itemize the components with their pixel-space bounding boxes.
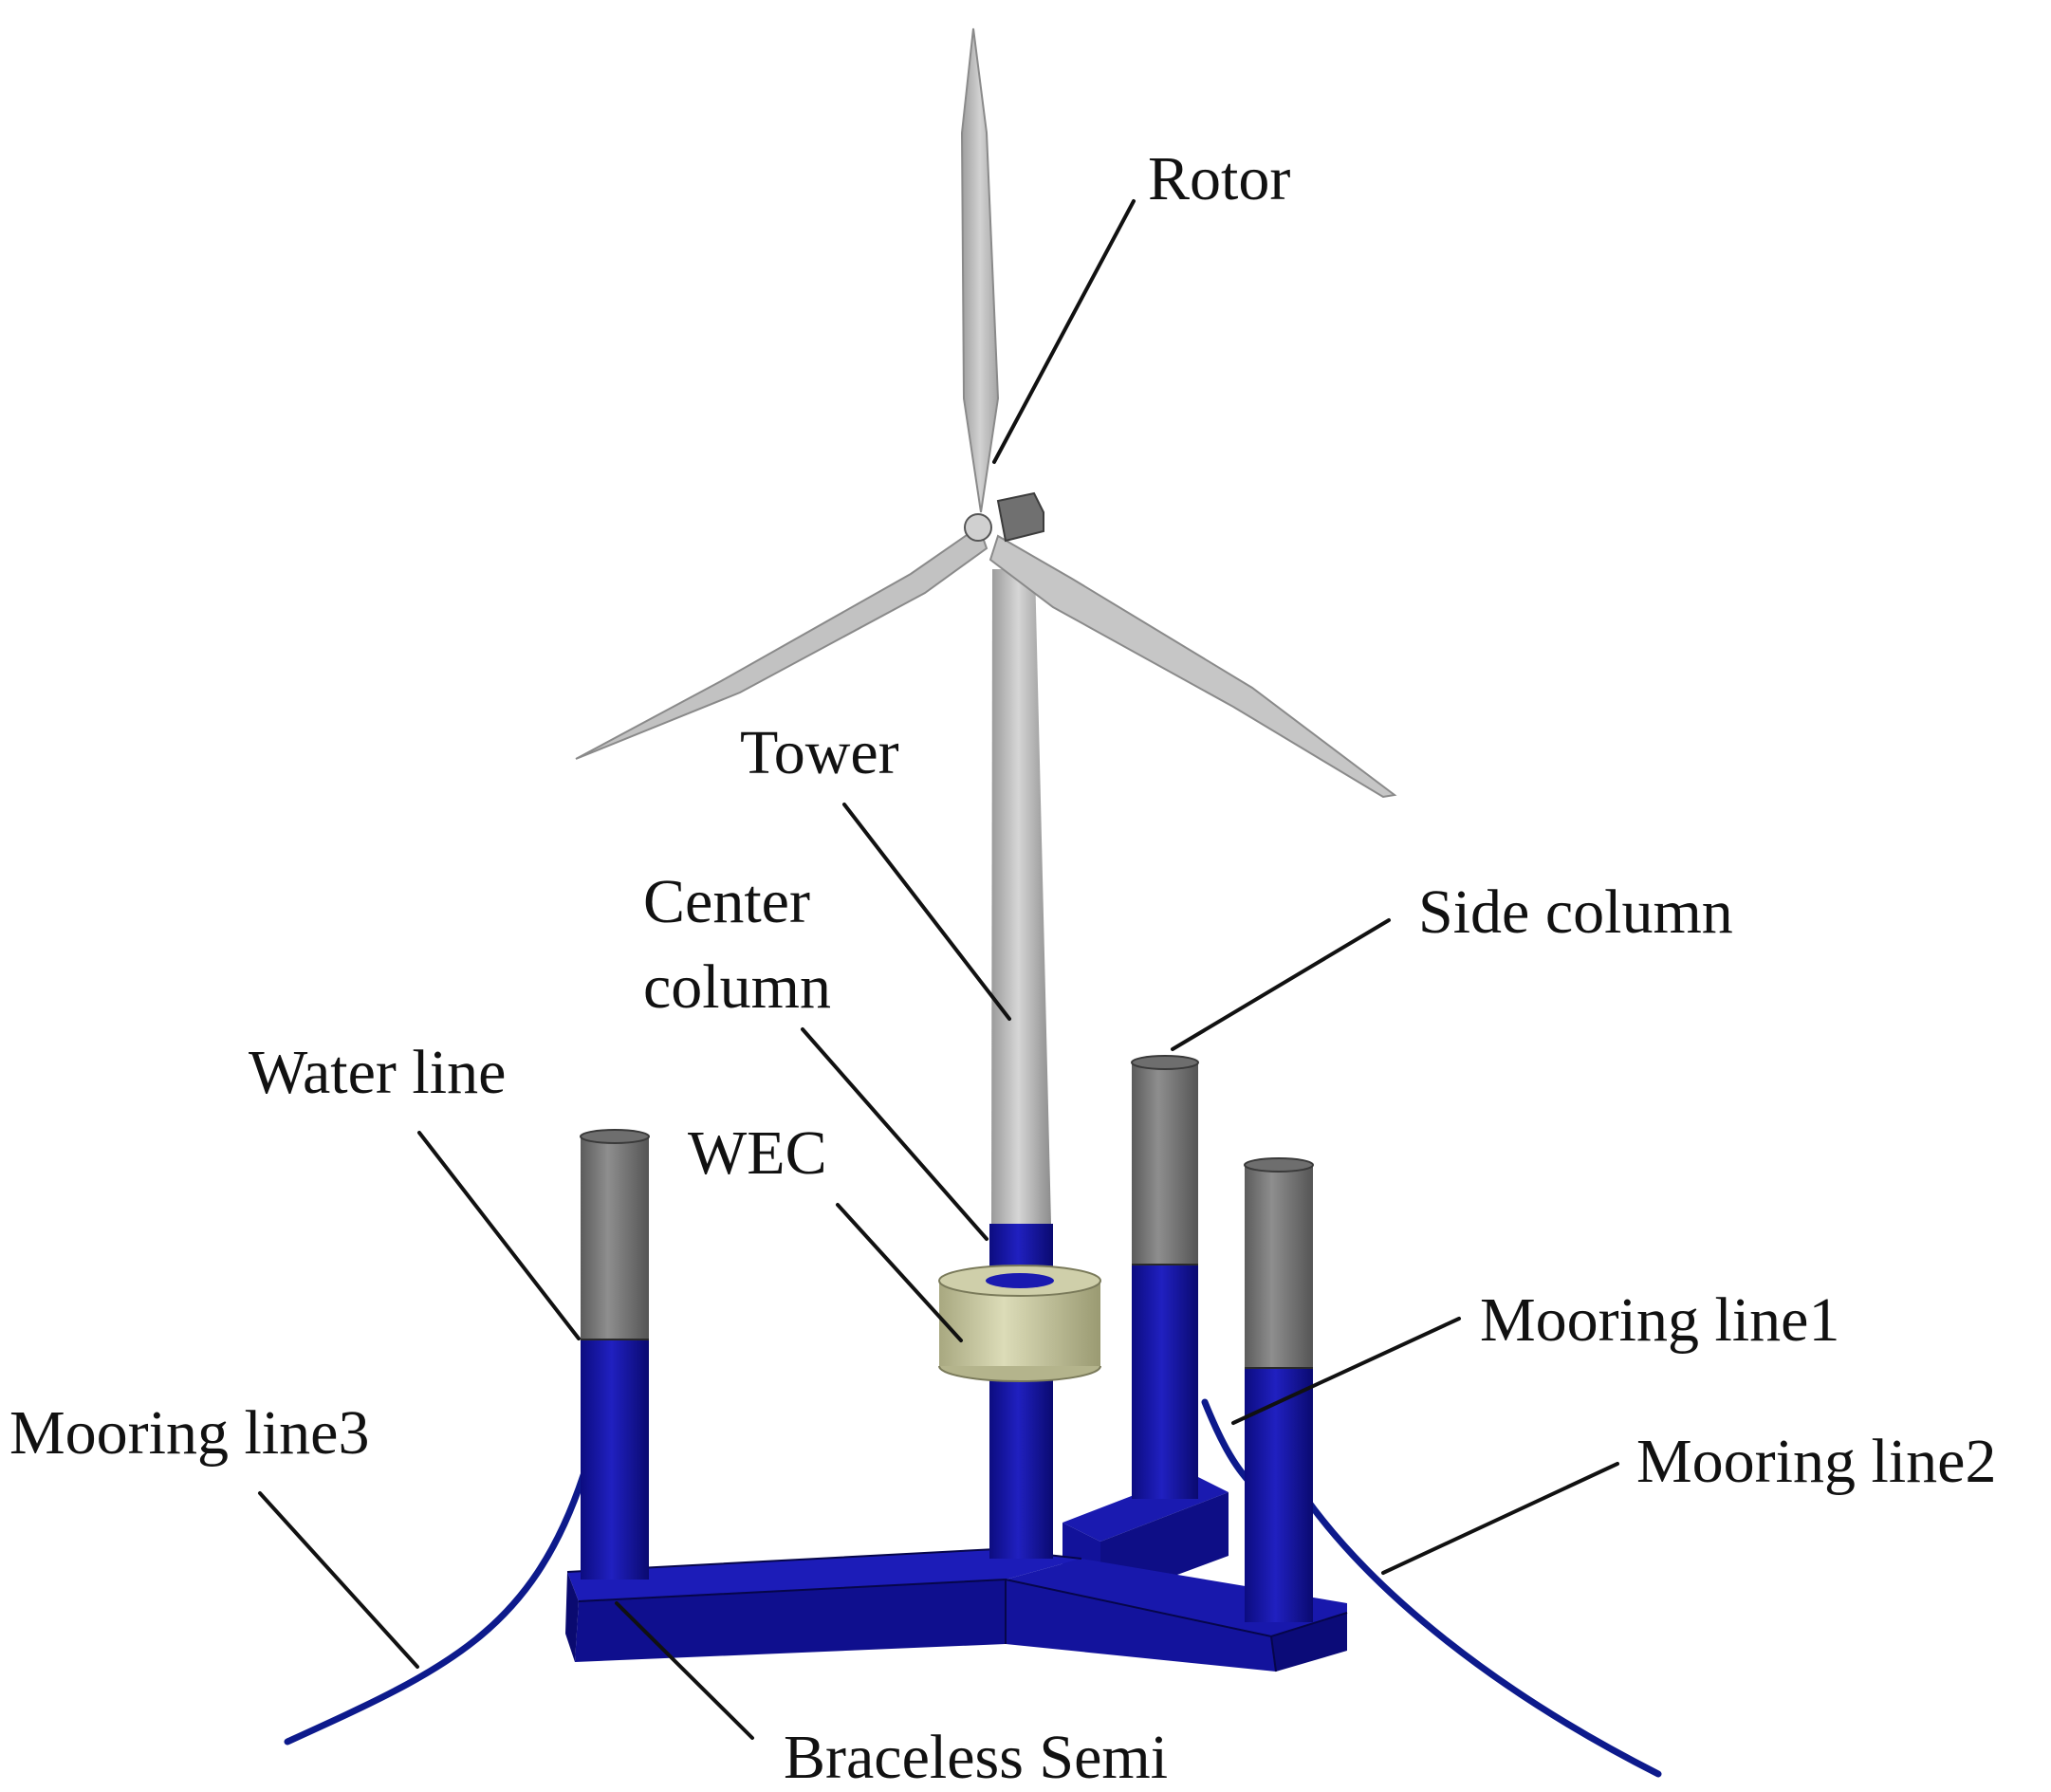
leader-mooring-line3 [258, 1491, 419, 1669]
label-wec: WEC [688, 1118, 827, 1188]
leader-tower [842, 803, 1011, 1021]
label-braceless-semi: Braceless Semi [784, 1723, 1168, 1792]
leader-mooring-line1 [1231, 1317, 1461, 1425]
rotor [575, 28, 1397, 799]
leader-lines [258, 199, 1619, 1740]
mooring-line-2 [1286, 1471, 1662, 1778]
leader-water-line [417, 1131, 581, 1340]
leader-mooring-line2 [1381, 1462, 1619, 1575]
label-center-column-2: column [643, 952, 831, 1022]
label-center-column-1: Center [643, 867, 810, 936]
tower [991, 569, 1051, 1224]
leader-side-column [1171, 918, 1391, 1051]
braceless-semi-hull [565, 1473, 1348, 1672]
side-column-back [1131, 1055, 1199, 1499]
label-tower: Tower [740, 718, 899, 787]
label-side-column: Side column [1418, 878, 1733, 947]
label-rotor: Rotor [1148, 144, 1290, 213]
side-column-front [1244, 1157, 1314, 1622]
leader-wec [836, 1203, 963, 1342]
label-mooring-line2: Mooring line2 [1636, 1427, 1996, 1496]
mooring-line-3 [284, 1471, 587, 1746]
leader-braceless-semi [615, 1601, 754, 1740]
labels: Rotor Tower Center column Side column Wa… [9, 144, 1996, 1792]
leader-rotor [992, 199, 1136, 464]
label-mooring-line1: Mooring line1 [1480, 1285, 1839, 1355]
side-column-left [580, 1129, 650, 1580]
label-water-line: Water line [249, 1038, 506, 1107]
label-mooring-line3: Mooring line3 [9, 1398, 369, 1468]
center-column [989, 1224, 1053, 1559]
wec-float [938, 1265, 1101, 1382]
leader-center-column [801, 1027, 989, 1241]
